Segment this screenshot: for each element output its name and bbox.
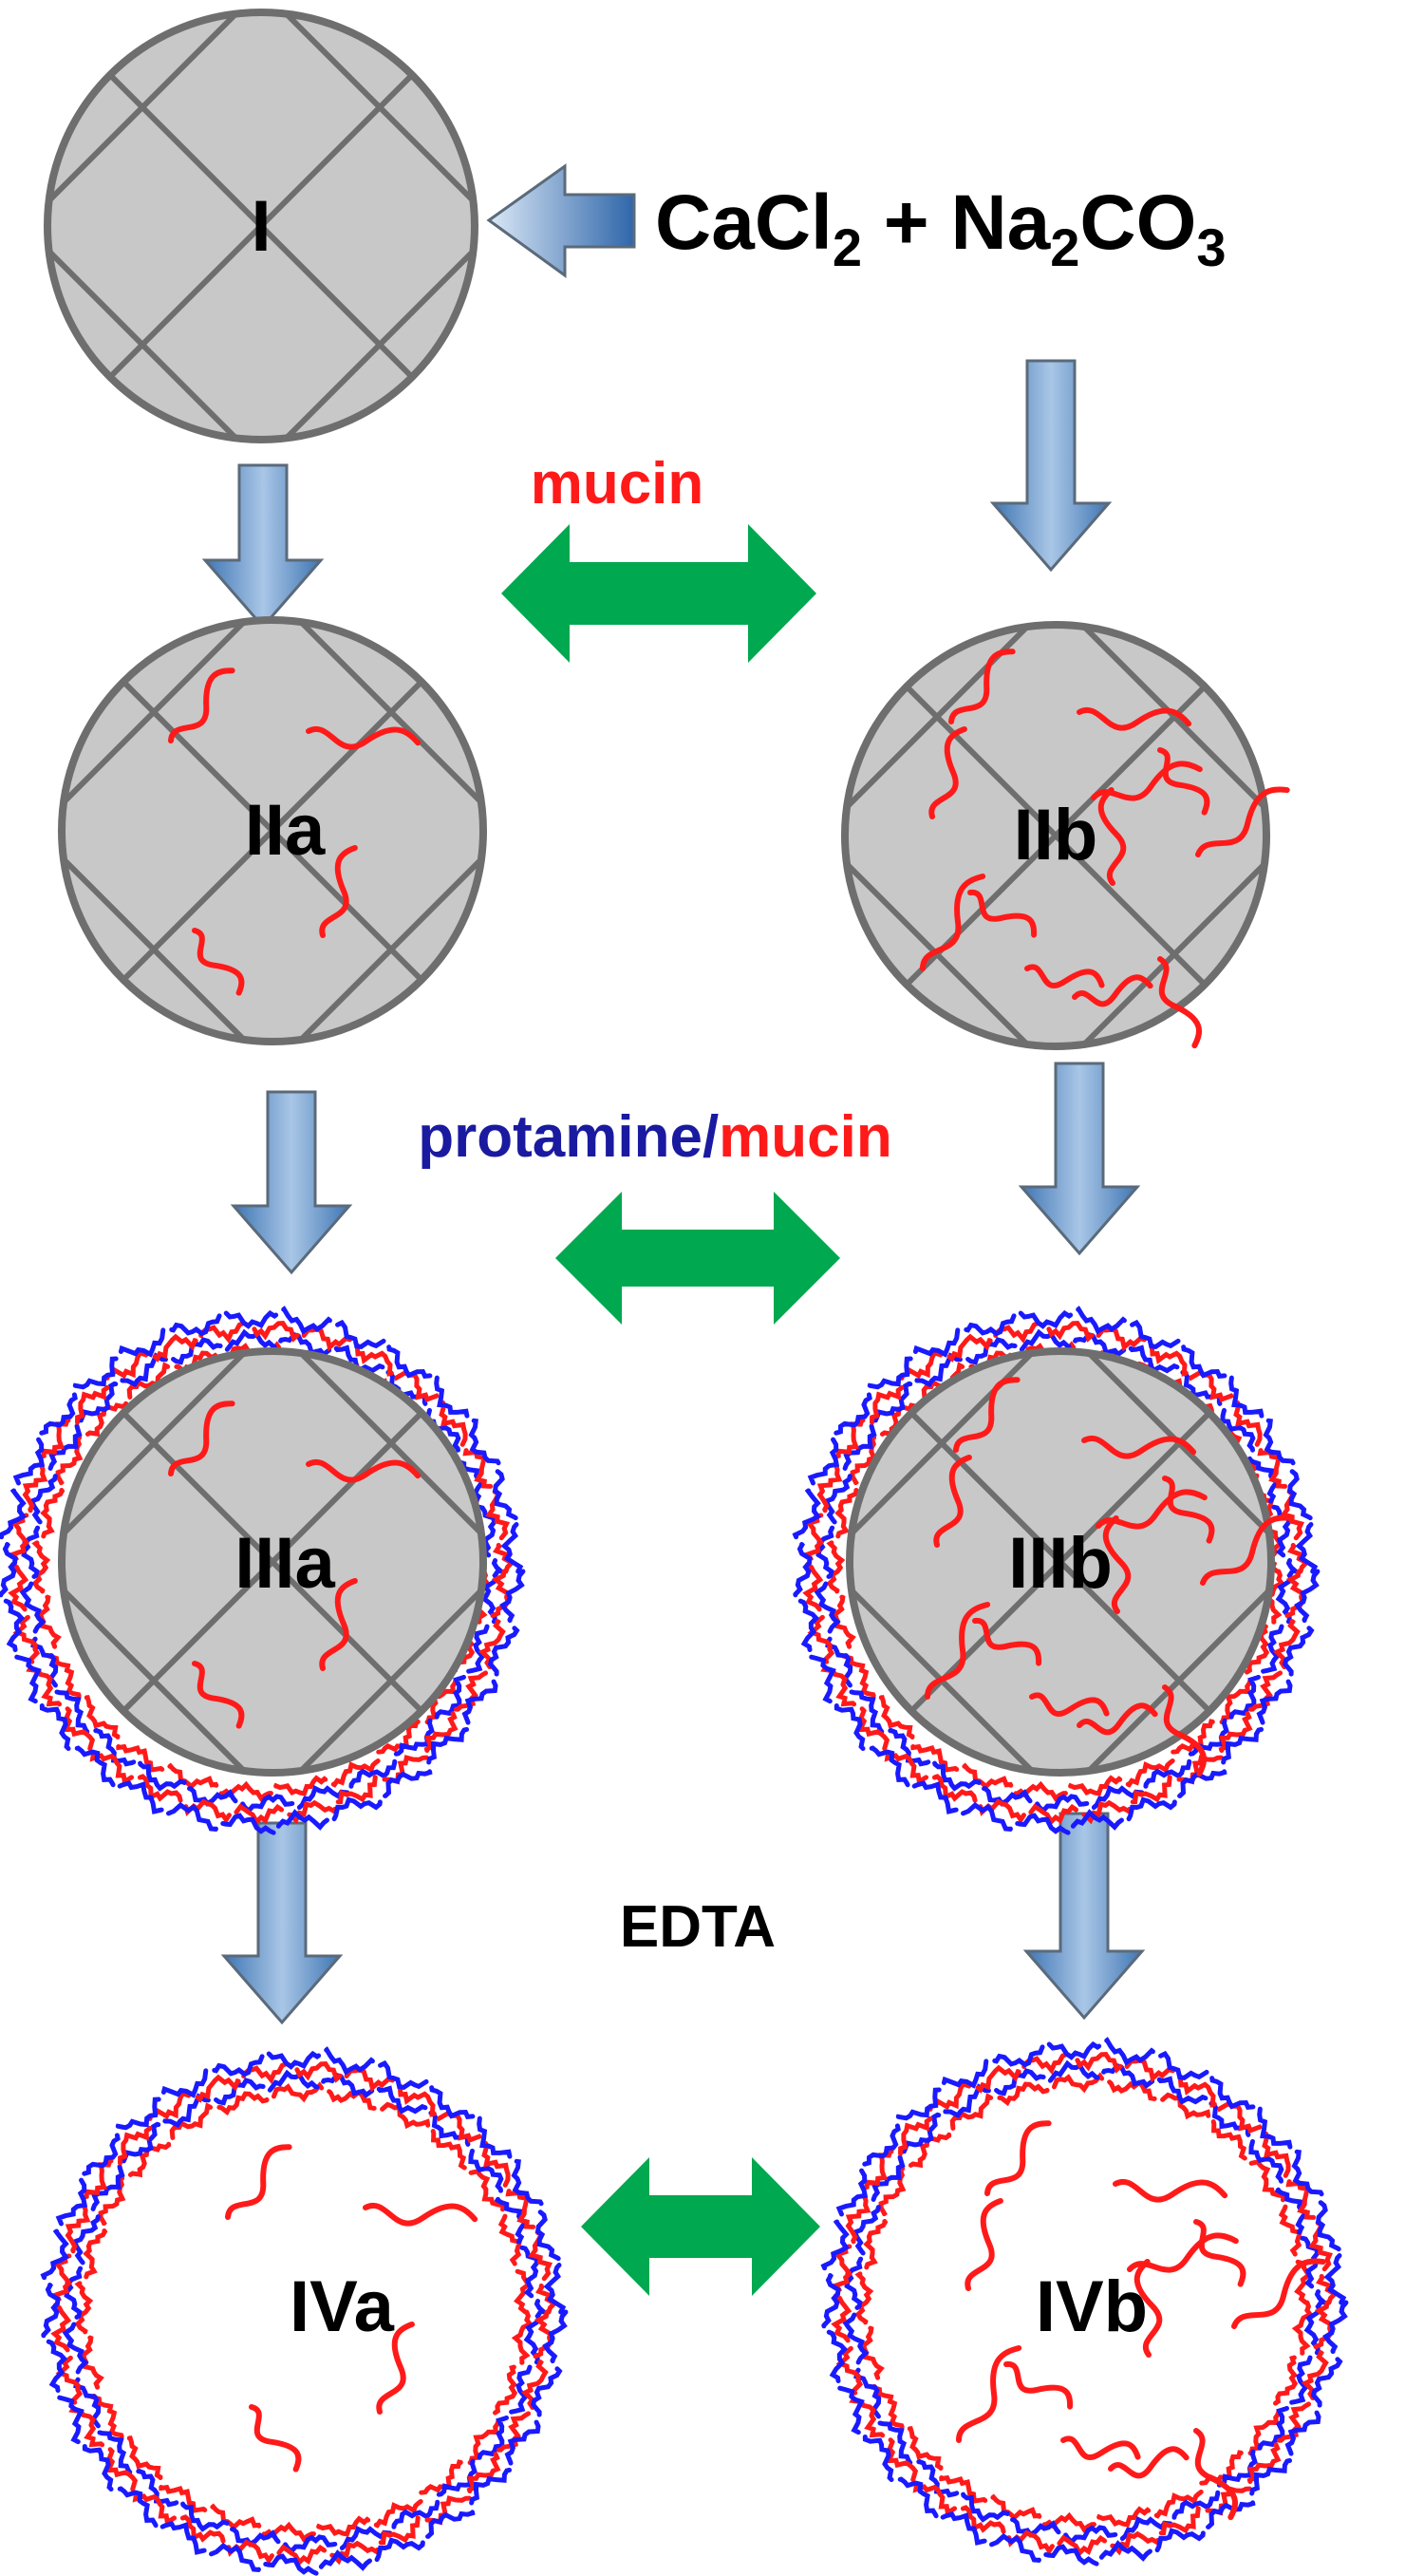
reagent-mucin: mucin — [531, 451, 704, 517]
particle-IVb: IVb — [820, 2037, 1349, 2568]
label-IIb: IIb — [1014, 795, 1098, 875]
double-arrow-IVa-IVb — [581, 2157, 820, 2296]
particle-IIb: IIb — [841, 621, 1290, 1050]
caco3-core — [58, 616, 487, 1045]
double-arrow-IIa-IIb — [501, 524, 816, 663]
mucin-strands — [924, 1377, 1295, 1777]
polyelectrolyte-shell — [792, 1306, 1321, 1837]
mucin-strands — [919, 649, 1290, 1049]
label-IIa: IIa — [245, 790, 326, 871]
mucin-strands — [168, 668, 422, 996]
particle-IIa: IIa — [58, 616, 487, 1045]
arrow-I-to-IIa — [201, 463, 325, 630]
label-IIIa: IIIa — [234, 1523, 335, 1604]
arrow-IIa-to-IIIa — [230, 1090, 353, 1275]
arrow-IIIb-to-IVb — [1022, 1812, 1146, 2021]
polyelectrolyte-shell — [820, 2037, 1349, 2568]
particle-IIIb: IIIb — [792, 1306, 1321, 1837]
reagent-edta: EDTA — [620, 1894, 776, 1960]
particle-IIIa: IIIa — [0, 1306, 526, 1837]
mucin-strands — [225, 2144, 478, 2473]
polyelectrolyte-shell — [40, 2046, 569, 2576]
mucin-strands — [168, 1401, 422, 1729]
precursor-formula: CaCl2 + Na2CO3 — [655, 179, 1227, 277]
label-I: I — [251, 186, 271, 267]
reagent-protamine-mucin: protamine/mucin — [418, 1104, 892, 1170]
caco3-core — [58, 1347, 487, 1777]
particle-IVa: IVa — [40, 2046, 569, 2576]
particle-I: I — [44, 9, 478, 443]
arrow-formula-to-IIb — [989, 359, 1113, 573]
mucin-strands — [955, 2120, 1326, 2521]
label-IIIb: IIIb — [1008, 1523, 1113, 1604]
arrow-formula-to-I — [486, 163, 636, 278]
arrow-IIIa-to-IVa — [220, 1821, 344, 2025]
label-IVb: IVb — [1036, 2266, 1148, 2347]
label-IVa: IVa — [290, 2266, 395, 2347]
arrow-IIb-to-IIIb — [1018, 1062, 1141, 1256]
double-arrow-IIIa-IIIb — [555, 1192, 840, 1325]
caco3-core — [44, 9, 478, 443]
